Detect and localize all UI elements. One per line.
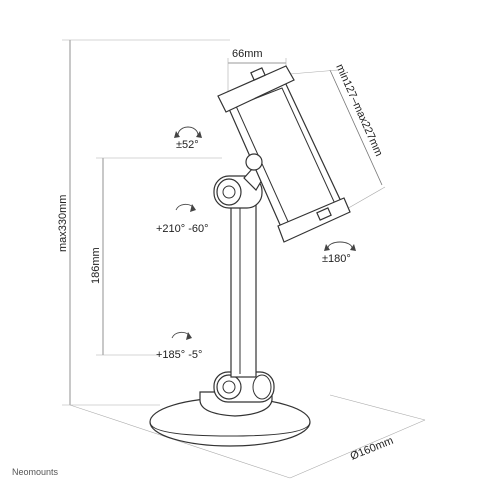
- dimension-lines: [62, 39, 426, 479]
- brand-label: Neomounts: [12, 467, 59, 477]
- lower-joint-rotation-label: +185° -5°: [156, 349, 202, 361]
- base-diameter-label: Ø160mm: [349, 435, 395, 463]
- upper-joint-rotation-label: +210° -60°: [156, 223, 209, 235]
- clamp-width-label: 66mm: [232, 48, 263, 60]
- lower-joint: [213, 371, 275, 403]
- max-height-label: max330mm: [57, 195, 69, 252]
- tilt-head-label: ±52°: [176, 139, 199, 151]
- swivel-head-label: ±180°: [322, 253, 351, 265]
- tablet-range-label: min127–max227mm: [333, 62, 384, 158]
- arm-height-label: 186mm: [90, 247, 102, 284]
- tablet-holder: [217, 65, 351, 243]
- vertical-arm: [230, 204, 257, 378]
- rotation-indicators: [171, 126, 356, 340]
